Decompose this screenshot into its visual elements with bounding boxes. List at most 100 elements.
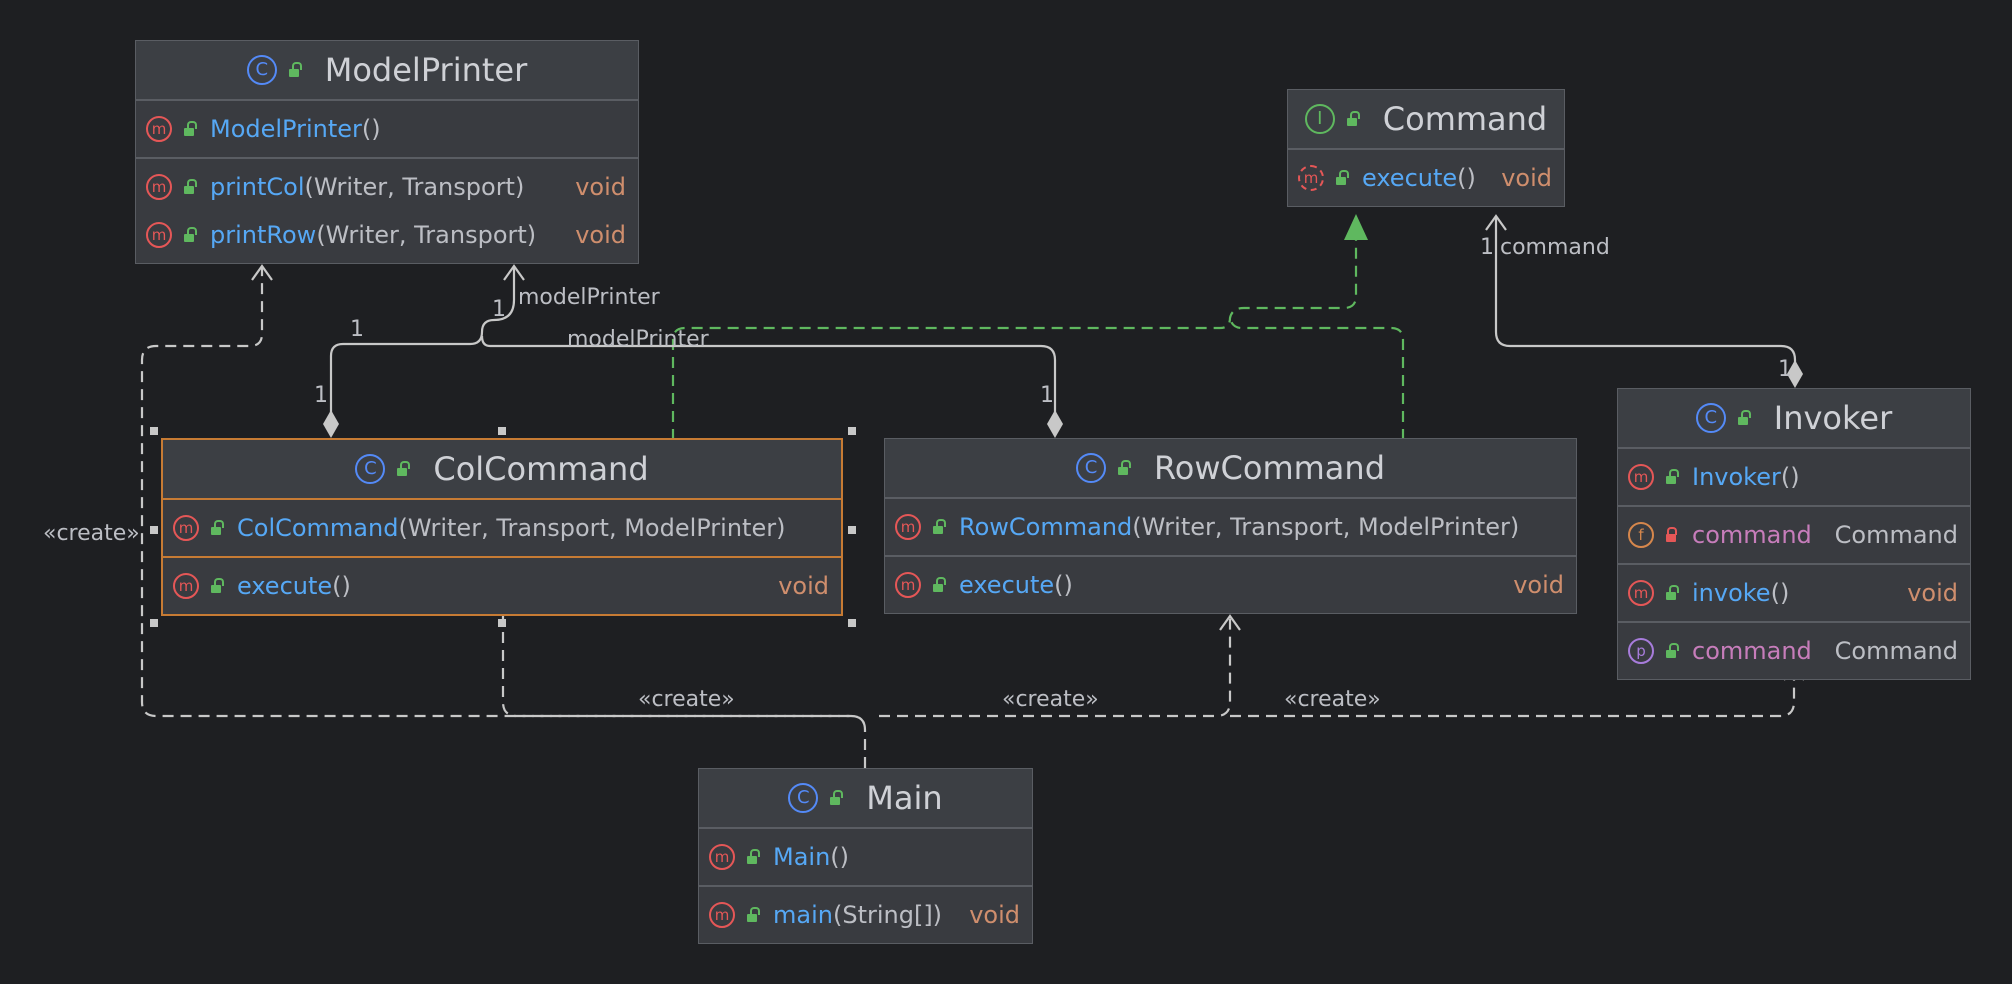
field-icon: f bbox=[1628, 522, 1654, 548]
public-icon bbox=[287, 62, 302, 77]
label-create-1: «create» bbox=[638, 687, 735, 712]
member-params: () bbox=[1457, 164, 1476, 192]
class-icon: C bbox=[788, 783, 819, 813]
public-icon bbox=[931, 519, 946, 534]
member-params: (Writer, Transport, ModelPrinter) bbox=[398, 514, 786, 542]
member-return-type: void bbox=[778, 572, 829, 600]
public-icon bbox=[1334, 170, 1349, 185]
methods-section: m execute () void bbox=[1288, 150, 1564, 206]
class-modelprinter[interactable]: C ModelPrinter m ModelPrinter () m print… bbox=[135, 40, 639, 264]
methods-section: m main (String[]) void bbox=[699, 887, 1032, 943]
class-name: Invoker bbox=[1773, 399, 1893, 437]
resize-handle-ne[interactable] bbox=[848, 427, 856, 435]
constructors-section: m Invoker () bbox=[1618, 449, 1970, 507]
member-row[interactable]: m ColCommand (Writer, Transport, ModelPr… bbox=[163, 504, 841, 552]
member-return-type: void bbox=[969, 901, 1020, 929]
resize-handle-s[interactable] bbox=[498, 619, 506, 627]
resize-handle-n[interactable] bbox=[498, 427, 506, 435]
member-return-type: void bbox=[1513, 571, 1564, 599]
method-icon: m bbox=[1628, 464, 1654, 490]
public-icon bbox=[1736, 410, 1751, 425]
member-return-type: void bbox=[575, 221, 626, 249]
constructors-section: m RowCommand (Writer, Transport, ModelPr… bbox=[885, 499, 1576, 557]
resize-handle-nw[interactable] bbox=[150, 427, 158, 435]
member-row[interactable]: m printCol (Writer, Transport) void bbox=[136, 163, 638, 211]
class-icon: C bbox=[1695, 403, 1726, 433]
method-icon: m bbox=[709, 844, 735, 870]
abstract-method-icon: m bbox=[1298, 165, 1324, 191]
member-row[interactable]: m Main () bbox=[699, 833, 1032, 881]
member-row[interactable]: p command Command bbox=[1618, 627, 1970, 675]
member-row[interactable]: m execute () void bbox=[885, 561, 1576, 609]
class-header: C RowCommand bbox=[885, 439, 1576, 499]
composition-diamond-rowcommand bbox=[1047, 410, 1063, 438]
member-params: () bbox=[1054, 571, 1073, 599]
resize-handle-e[interactable] bbox=[848, 526, 856, 534]
label-command: command bbox=[1500, 235, 1610, 260]
constructors-section: m Main () bbox=[699, 829, 1032, 887]
public-icon bbox=[395, 461, 411, 476]
realization-edge-colcommand bbox=[671, 236, 1358, 440]
public-icon bbox=[1345, 111, 1360, 126]
method-icon: m bbox=[146, 222, 172, 248]
method-icon: m bbox=[895, 514, 921, 540]
method-icon: m bbox=[146, 174, 172, 200]
class-icon: C bbox=[246, 55, 277, 85]
class-name: ColCommand bbox=[433, 450, 649, 488]
label-mult-1e: 1 bbox=[1480, 235, 1494, 260]
method-icon: m bbox=[173, 515, 199, 541]
class-name: Command bbox=[1382, 100, 1548, 138]
member-name: RowCommand bbox=[959, 513, 1133, 541]
public-icon bbox=[182, 227, 197, 242]
member-params: () bbox=[1780, 463, 1800, 491]
create-edge-main-invoker bbox=[1230, 666, 1796, 718]
public-icon bbox=[1116, 460, 1131, 475]
public-icon bbox=[1664, 469, 1679, 484]
member-name: execute bbox=[959, 571, 1055, 599]
label-mult-1a: 1 bbox=[350, 317, 364, 342]
class-invoker[interactable]: C Invoker m Invoker () f command Command… bbox=[1617, 388, 1971, 680]
member-name: Invoker bbox=[1692, 463, 1781, 491]
arrowhead-rowcommand-create bbox=[1219, 614, 1241, 631]
member-row[interactable]: m printRow (Writer, Transport) void bbox=[136, 211, 638, 259]
method-icon: m bbox=[146, 116, 172, 142]
member-row[interactable]: m main (String[]) void bbox=[699, 891, 1032, 939]
member-name: ModelPrinter bbox=[210, 115, 362, 143]
member-row[interactable]: f command Command bbox=[1618, 511, 1970, 559]
create-edge-main-rowcommand bbox=[879, 616, 1232, 718]
public-icon bbox=[828, 790, 844, 805]
member-name: printRow bbox=[210, 221, 317, 249]
methods-section: m execute () void bbox=[163, 558, 841, 614]
member-row[interactable]: m ModelPrinter () bbox=[136, 105, 638, 153]
member-return-type: void bbox=[1501, 164, 1552, 192]
public-icon bbox=[182, 179, 197, 194]
member-row[interactable]: m invoke () void bbox=[1618, 569, 1970, 617]
resize-handle-sw[interactable] bbox=[150, 619, 158, 627]
member-row[interactable]: m Invoker () bbox=[1618, 453, 1970, 501]
resize-handle-se[interactable] bbox=[848, 619, 856, 627]
composition-diamond-invoker bbox=[1787, 360, 1803, 388]
label-modelprinter-1: modelPrinter bbox=[518, 285, 661, 310]
member-name: Main bbox=[773, 843, 831, 871]
create-edge-main-modelprinter bbox=[140, 268, 867, 768]
create-edge-main-colcommand bbox=[501, 614, 867, 731]
class-header: C ModelPrinter bbox=[136, 41, 638, 101]
class-rowcommand[interactable]: C RowCommand m RowCommand (Writer, Trans… bbox=[884, 438, 1577, 614]
label-create-left: «create» bbox=[43, 521, 140, 546]
methods-section: m printCol (Writer, Transport) void m pr… bbox=[136, 159, 638, 263]
member-row[interactable]: m execute () void bbox=[1288, 154, 1564, 202]
public-icon bbox=[745, 907, 760, 922]
interface-icon: I bbox=[1304, 104, 1335, 134]
interface-command[interactable]: I Command m execute () void bbox=[1287, 89, 1565, 207]
label-create-2: «create» bbox=[1002, 687, 1099, 712]
class-icon: C bbox=[1075, 453, 1106, 483]
class-colcommand[interactable]: C ColCommand m ColCommand (Writer, Trans… bbox=[161, 438, 843, 616]
member-row[interactable]: m RowCommand (Writer, Transport, ModelPr… bbox=[885, 503, 1576, 551]
fields-section: f command Command bbox=[1618, 507, 1970, 565]
resize-handle-w[interactable] bbox=[150, 526, 158, 534]
public-icon bbox=[1664, 585, 1679, 600]
class-main[interactable]: C Main m Main () m main (String[]) void bbox=[698, 768, 1033, 944]
member-row[interactable]: m execute () void bbox=[163, 562, 841, 610]
member-name: command bbox=[1692, 637, 1812, 665]
